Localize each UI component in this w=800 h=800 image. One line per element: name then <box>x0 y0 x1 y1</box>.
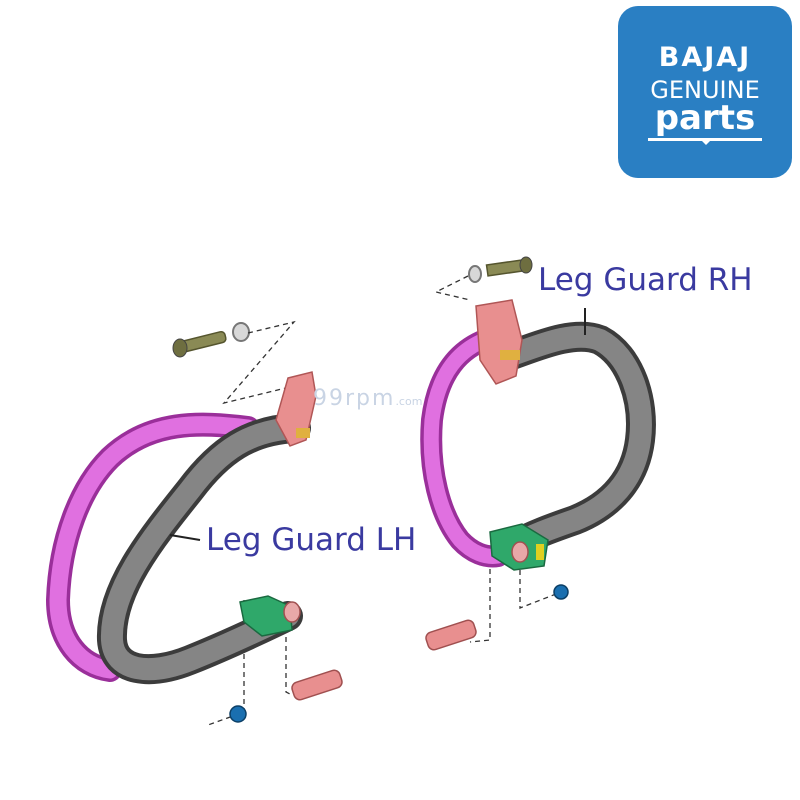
lh-nut <box>229 705 247 723</box>
logo-genuine: GENUINE <box>650 76 760 104</box>
watermark-suffix: .com <box>395 395 423 408</box>
rh-clamp <box>489 523 549 571</box>
lh-bolt <box>172 330 227 358</box>
leg-guard-lh-assembly <box>45 320 343 726</box>
rh-bolt <box>485 256 533 277</box>
rh-nut <box>553 584 569 600</box>
watermark: 99rpm.com <box>313 386 422 411</box>
lh-leader-line <box>169 534 201 541</box>
lh-clamp <box>239 595 301 637</box>
bajaj-genuine-parts-logo: BAJAJ GENUINE parts <box>618 6 792 178</box>
rh-washer <box>468 265 482 283</box>
logo-arrow-icon <box>699 138 713 145</box>
watermark-main: 99rpm <box>313 386 396 411</box>
lh-washer <box>232 322 250 342</box>
rh-assembly-lines <box>434 275 557 643</box>
label-leg-guard-rh: Leg Guard RH <box>538 262 753 298</box>
leg-guard-rh-assembly <box>420 256 656 651</box>
logo-brand: BAJAJ <box>658 42 752 73</box>
label-leg-guard-lh: Leg Guard LH <box>206 522 417 558</box>
logo-parts: parts <box>654 98 756 138</box>
rh-pin <box>425 619 477 651</box>
lh-mount-bracket <box>275 371 317 447</box>
rh-mount-bracket <box>475 299 523 385</box>
lh-pin <box>291 669 343 701</box>
